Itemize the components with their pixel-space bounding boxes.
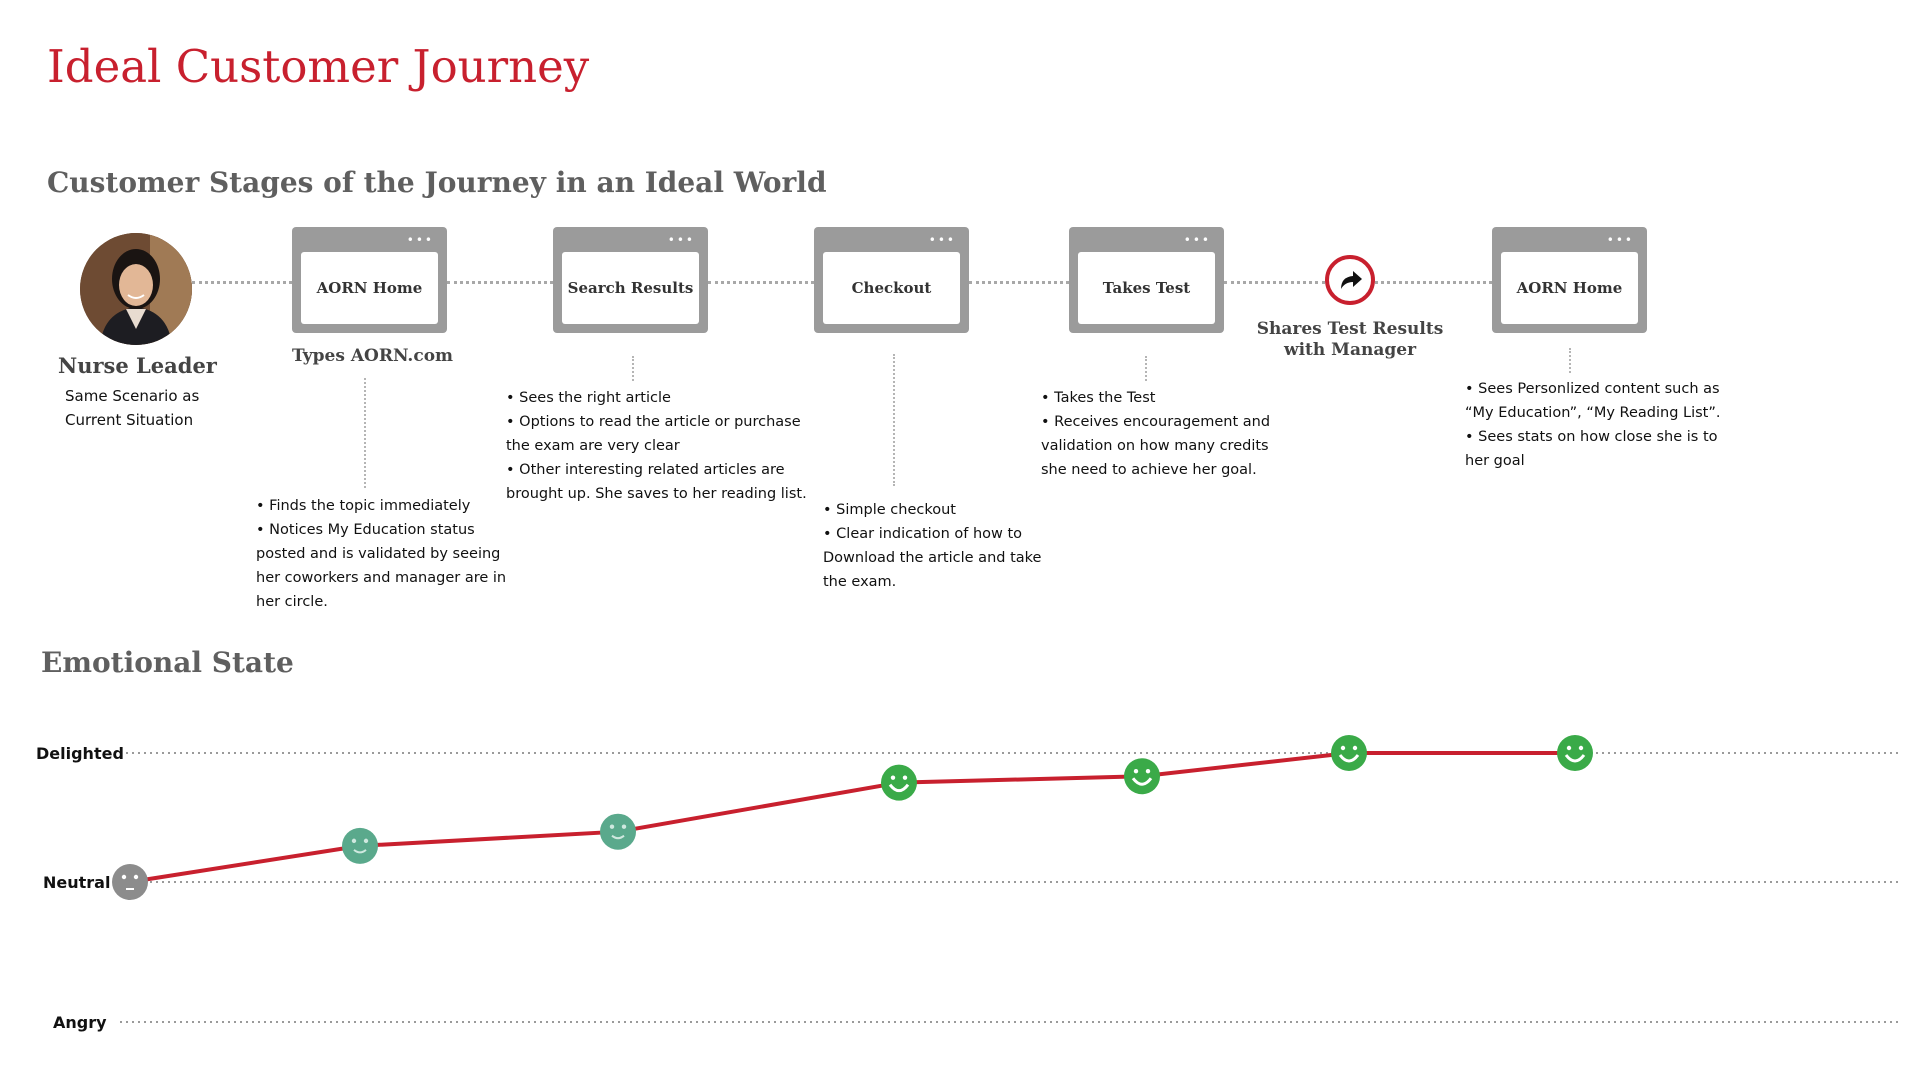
stage-title: Search Results (562, 252, 699, 324)
stage-notes: • Simple checkout • Clear indication of … (823, 502, 1042, 590)
callout-line (632, 356, 634, 381)
emotion-line (129, 751, 1575, 884)
level-label: Angry (53, 1013, 107, 1032)
journey-connector (708, 281, 814, 284)
stage-title: AORN Home (1501, 252, 1638, 324)
journey-connector (447, 281, 553, 284)
callout-line (364, 378, 366, 488)
emotion-face-happy-icon (1124, 758, 1160, 795)
callout-line (1569, 348, 1571, 373)
window-dots-icon: ••• (406, 233, 434, 247)
callout-line (893, 354, 895, 486)
callout-line (1145, 356, 1147, 381)
stage-notes: • Takes the Test • Receives encouragemen… (1041, 390, 1271, 478)
journey-connector (1375, 281, 1492, 284)
stage-caption: Types AORN.com (292, 346, 454, 366)
stage-window-search-results: ••• Search Results (553, 227, 708, 333)
journey-connector (192, 281, 292, 284)
stage-title: Checkout (823, 252, 960, 324)
window-dots-icon: ••• (928, 233, 956, 247)
persona-avatar (80, 233, 192, 345)
emotion-face-happy-icon (1331, 735, 1367, 771)
emotion-heading: Emotional State (41, 646, 294, 679)
stage-window-aorn-home: ••• AORN Home (1492, 227, 1647, 333)
emotion-face-neutral-icon (112, 864, 148, 900)
stage-notes: • Sees the right article • Options to re… (506, 390, 807, 502)
persona-note: Same Scenario as Current Situation (65, 387, 200, 429)
share-arrow-icon (1325, 255, 1375, 305)
emotion-face-content-icon (600, 813, 636, 850)
emotion-face-happy-icon (1557, 735, 1593, 771)
level-label: Delighted (36, 744, 124, 763)
journey-connector (969, 281, 1069, 284)
stages-heading: Customer Stages of the Journey in an Ide… (47, 166, 827, 199)
page-title: Ideal Customer Journey (47, 40, 590, 93)
emotion-face-happy-icon (881, 764, 917, 801)
window-dots-icon: ••• (1606, 233, 1634, 247)
stage-caption: Shares Test Results with Manager (1256, 319, 1444, 360)
stage-notes: • Sees Personlized content such as “My E… (1465, 381, 1721, 469)
persona-name: Nurse Leader (58, 353, 217, 378)
stage-window-checkout: ••• Checkout (814, 227, 969, 333)
stage-window-takes-test: ••• Takes Test (1069, 227, 1224, 333)
emotion-chart: Angry Neutral Delighted (36, 735, 1900, 1032)
window-dots-icon: ••• (1183, 233, 1211, 247)
journey-connector (1224, 281, 1325, 284)
level-label: Neutral (43, 873, 110, 892)
window-dots-icon: ••• (667, 233, 695, 247)
emotion-face-content-icon (342, 827, 378, 864)
stage-title: Takes Test (1078, 252, 1215, 324)
stage-notes: • Finds the topic immediately • Notices … (256, 498, 507, 610)
stage-window-aorn-home: ••• AORN Home (292, 227, 447, 333)
stage-title: AORN Home (301, 252, 438, 324)
